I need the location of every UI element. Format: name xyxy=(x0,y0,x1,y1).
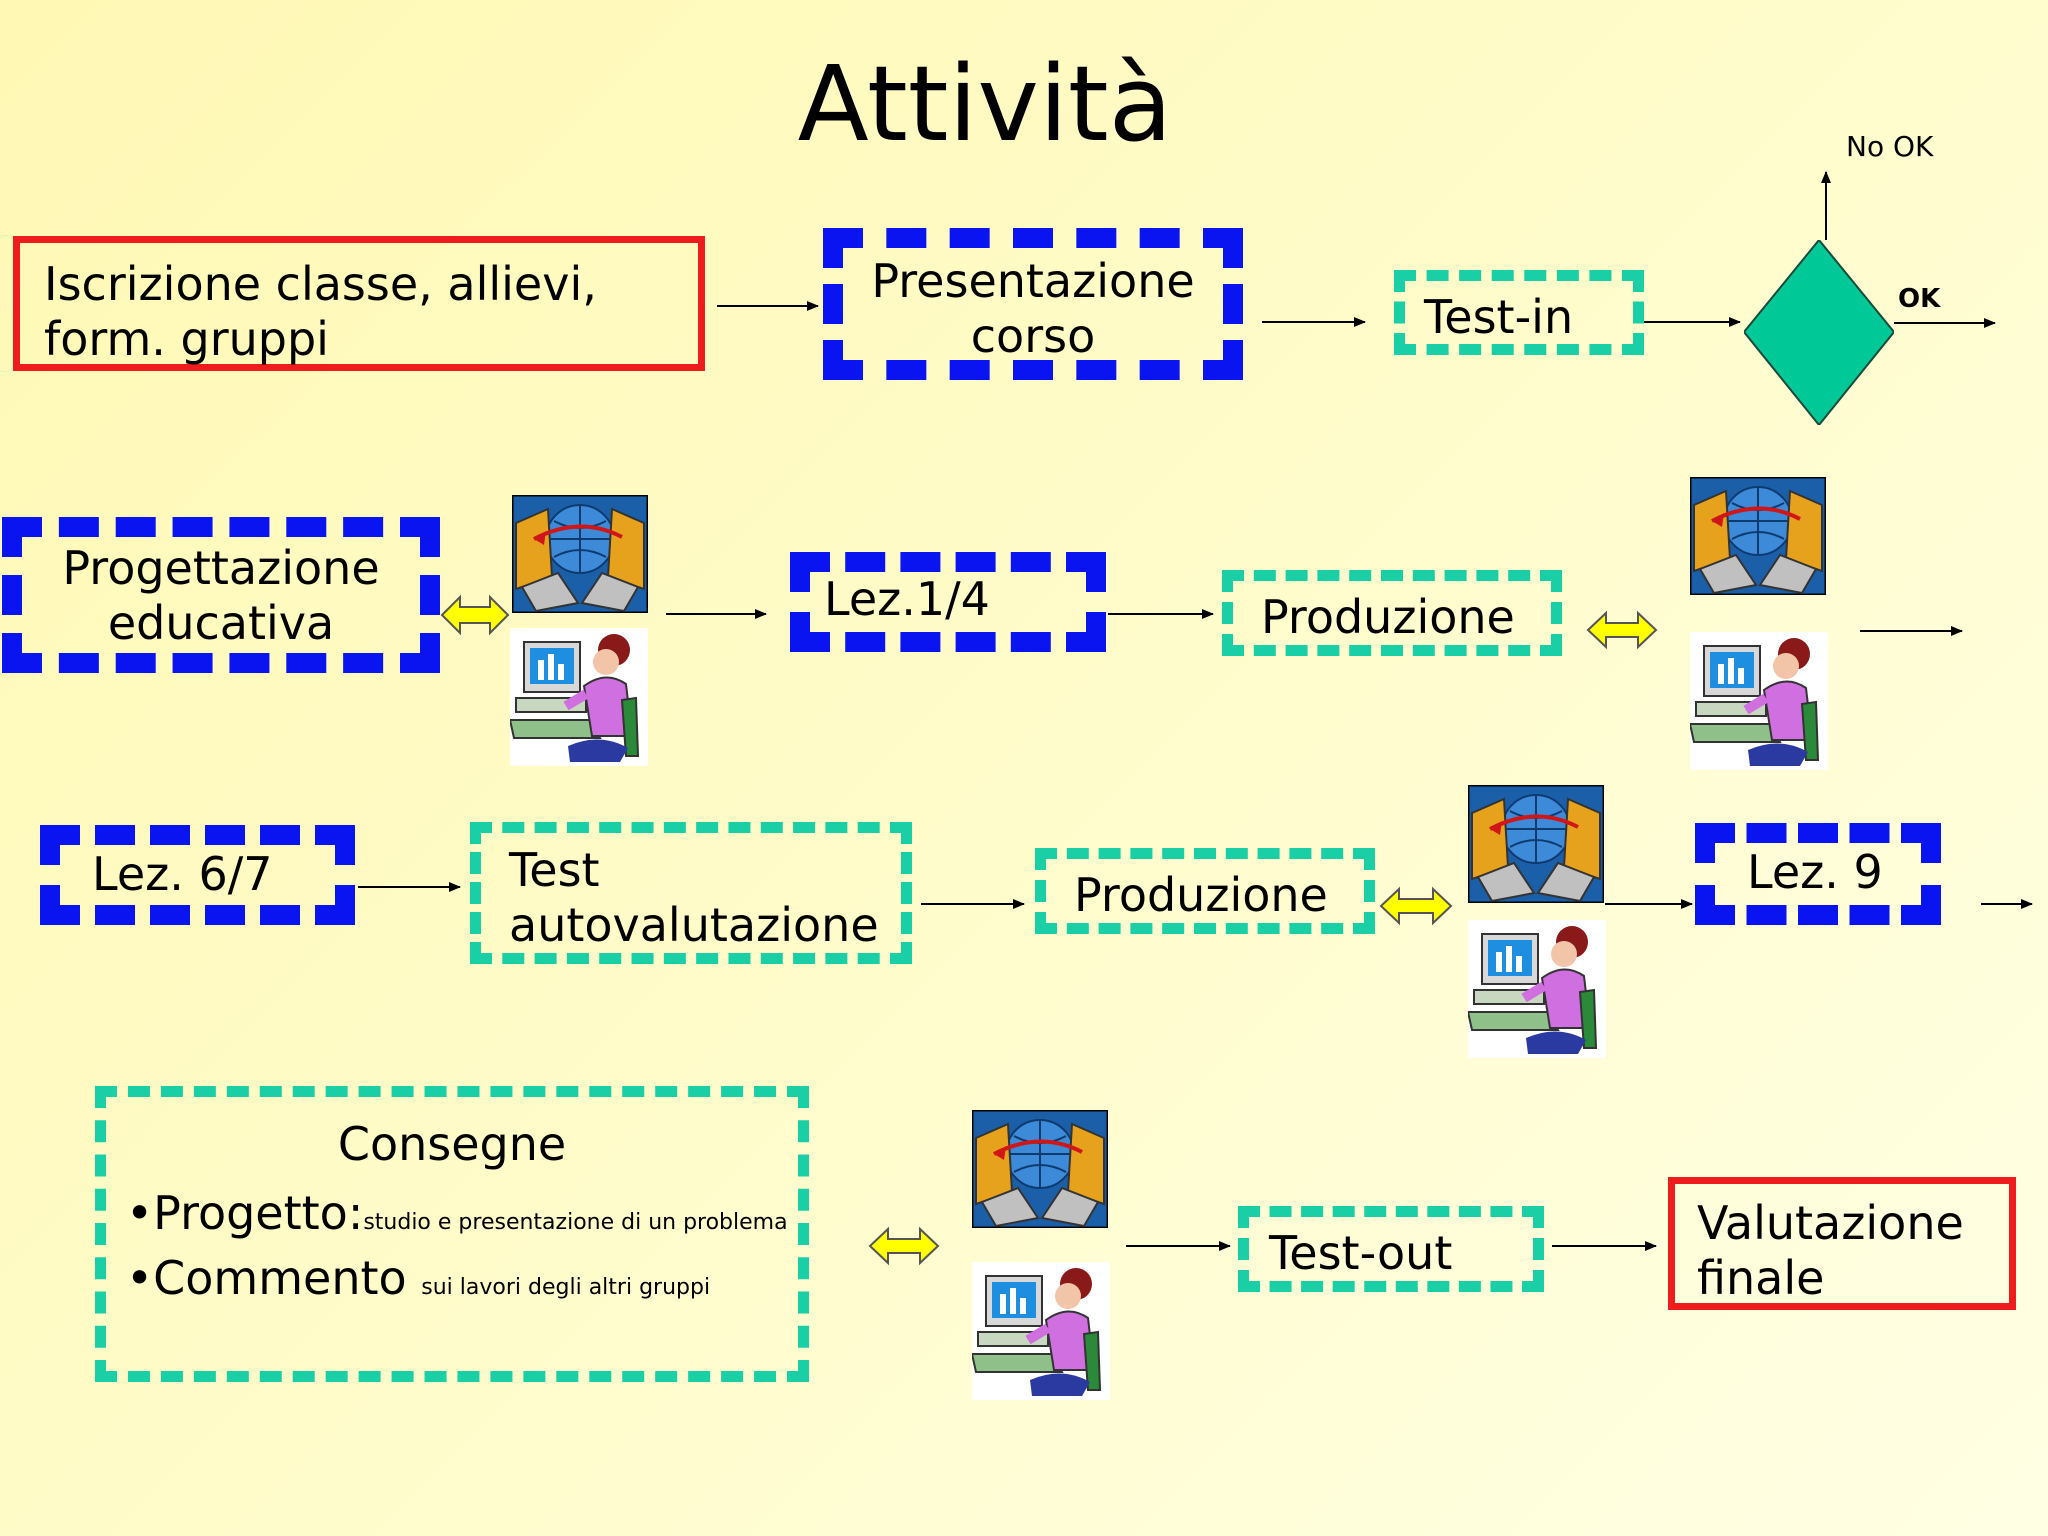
person-at-computer-icon xyxy=(1468,920,1606,1058)
presentazione-box: Presentazione corso xyxy=(823,228,1243,380)
double-arrow-3 xyxy=(1379,886,1453,926)
iscrizione-text: Iscrizione classe, allievi, form. gruppi xyxy=(44,257,597,366)
lez-6-7-box: Lez. 6/7 xyxy=(40,825,355,925)
person-at-computer-icon xyxy=(972,1262,1110,1400)
double-arrow-4 xyxy=(868,1226,940,1266)
consegne-box: Consegne •Progetto:studio e presentazion… xyxy=(95,1086,809,1382)
iscrizione-box: Iscrizione classe, allievi, form. gruppi xyxy=(13,236,705,371)
lez-1-4-box: Lez.1/4 xyxy=(790,552,1106,652)
produzione-1-box: Produzione xyxy=(1222,570,1562,656)
valutazione-finale-box: Valutazione finale xyxy=(1668,1177,2016,1310)
test-in-box: Test-in xyxy=(1394,270,1644,355)
commento-detail: sui lavori degli altri gruppi xyxy=(421,1275,711,1300)
test-in-text: Test-in xyxy=(1424,290,1574,344)
network-globe-icon xyxy=(972,1110,1108,1228)
commento-label: •Commento xyxy=(126,1251,407,1305)
decision-no-ok-label: No OK xyxy=(1846,130,1934,163)
decision-diamond xyxy=(1744,240,1894,425)
consegne-item-commento: •Commento sui lavori degli altri gruppi xyxy=(126,1251,798,1315)
network-globe-icon xyxy=(1690,477,1826,595)
person-at-computer-icon xyxy=(510,628,648,766)
progettazione-box: Progettazione educativa xyxy=(2,517,440,673)
network-globe-icon xyxy=(512,495,648,613)
progetto-label: •Progetto: xyxy=(126,1186,364,1240)
person-at-computer-icon xyxy=(1690,632,1828,770)
lez-1-4-text: Lez.1/4 xyxy=(824,572,990,626)
double-arrow-1 xyxy=(440,594,510,636)
consegne-title: Consegne xyxy=(337,1117,567,1171)
consegne-item-progetto: •Progetto:studio e presentazione di un p… xyxy=(126,1186,798,1241)
double-arrow-2 xyxy=(1586,610,1658,650)
test-out-box: Test-out xyxy=(1238,1206,1544,1292)
lez-6-7-text: Lez. 6/7 xyxy=(92,847,273,901)
test-autovalutazione-text: Test autovalutazione xyxy=(509,843,879,952)
lez-9-box: Lez. 9 xyxy=(1695,823,1941,925)
produzione-2-text: Produzione xyxy=(1074,868,1328,922)
lez-9-text: Lez. 9 xyxy=(1747,845,1883,899)
produzione-2-box: Produzione xyxy=(1035,848,1375,934)
slide-title: Attività xyxy=(797,43,1173,165)
network-globe-icon xyxy=(1468,785,1604,903)
valutazione-finale-text: Valutazione finale xyxy=(1697,1196,1964,1305)
test-autovalutazione-box: Test autovalutazione xyxy=(470,822,912,964)
decision-ok-label: OK xyxy=(1898,284,1941,314)
presentazione-text: Presentazione corso xyxy=(871,254,1195,363)
test-out-text: Test-out xyxy=(1269,1226,1453,1280)
produzione-1-text: Produzione xyxy=(1261,590,1515,644)
progetto-detail: studio e presentazione di un problema xyxy=(363,1210,788,1235)
progettazione-text: Progettazione educativa xyxy=(62,541,380,650)
